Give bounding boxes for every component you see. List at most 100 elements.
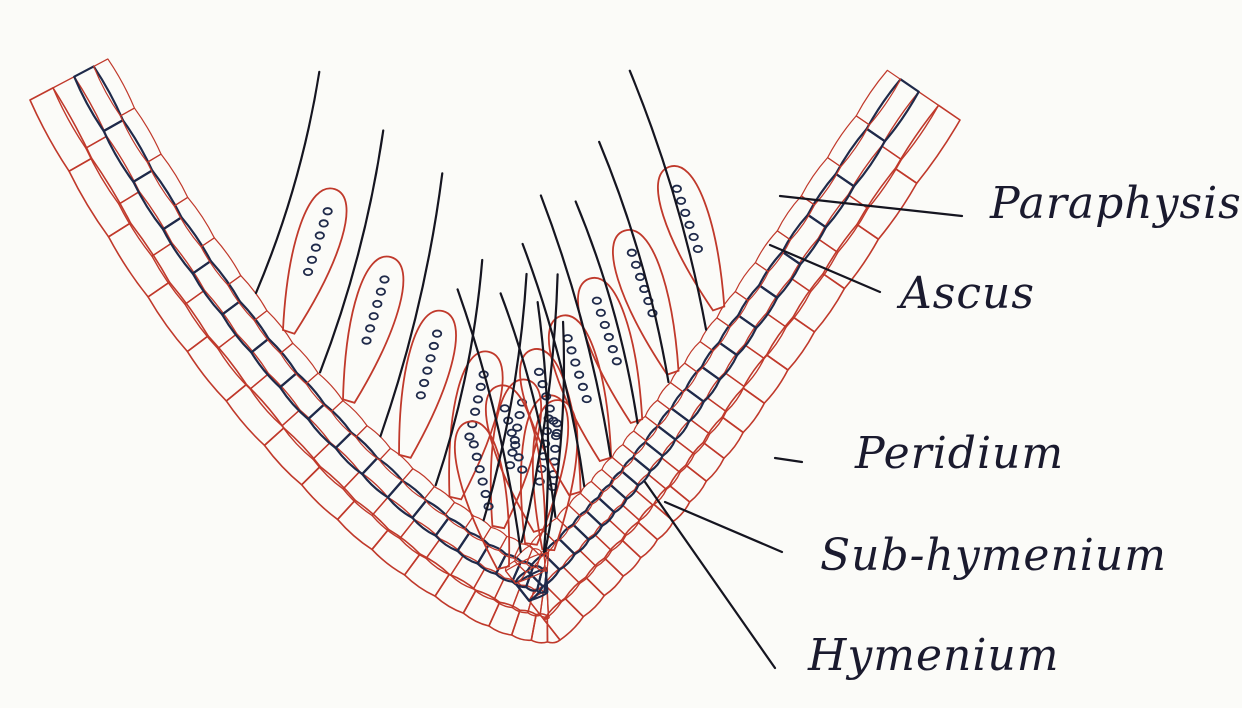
subhymenium-row-cell	[867, 79, 919, 141]
peridium-inner-row-cell	[119, 192, 172, 257]
peridium-outer-row-cell	[605, 540, 641, 576]
peridium-outer-row-cell	[109, 223, 170, 297]
ascus-shape	[613, 230, 679, 375]
hymenium-base-row-cell	[174, 197, 214, 246]
subhymenium-row-cell	[738, 285, 777, 328]
ascospore	[575, 372, 583, 378]
subhymenium-row-cell	[104, 120, 152, 182]
peridium-inner-row-cell	[563, 550, 597, 584]
ascospore	[470, 441, 478, 447]
ascospore	[632, 262, 640, 268]
ascospore	[551, 446, 559, 452]
paraphysis-filament	[320, 130, 383, 372]
peridium-outer-row-cell	[264, 428, 320, 485]
peridium-inner-row-cell	[622, 490, 653, 521]
peridium-outer-row-cell	[69, 158, 130, 237]
peridium-inner-row-cell	[648, 458, 680, 490]
ascospore	[601, 322, 609, 328]
ascospore	[673, 186, 681, 192]
peridium-outer-row-cell	[565, 577, 604, 616]
ascospore	[380, 276, 388, 282]
pointer-ascus	[770, 245, 880, 292]
hymenium-base-row-cell	[201, 238, 241, 285]
ascospore	[694, 246, 702, 252]
ascospore	[481, 491, 489, 497]
ascospore	[477, 384, 485, 390]
pointer-peridium	[775, 458, 802, 462]
ascospore	[474, 396, 482, 402]
ascospore	[636, 274, 644, 280]
peridium-inner-row-cell	[608, 504, 639, 535]
peridium-inner-row-cell	[882, 92, 939, 160]
hymenium-base-row-cell	[602, 457, 625, 480]
pointer-paraphysis	[780, 196, 962, 216]
ascospore	[377, 289, 385, 295]
ascospore	[681, 210, 689, 216]
peridium-outer-row-cell	[544, 598, 583, 640]
ascospore	[597, 310, 605, 316]
ascospore	[308, 257, 316, 263]
ascospore	[316, 232, 324, 238]
subhymenium-row-cell	[573, 511, 602, 540]
hymenium-base-row-cell	[828, 116, 870, 167]
hymenium-base-row-cell	[777, 196, 814, 240]
ascospore	[677, 198, 685, 204]
ascus-shape	[658, 166, 724, 310]
subhymenium-row-cell	[133, 170, 181, 229]
subhymenium-row-cell	[559, 524, 589, 554]
ascospore	[362, 337, 370, 343]
peridium-outer-row-cell	[743, 355, 788, 403]
peridium-outer-row-cell	[405, 554, 450, 596]
ascospore	[628, 250, 636, 256]
peridium-inner-row-cell	[675, 420, 709, 455]
hymenium-base-row-cell	[801, 158, 840, 205]
subhymenium-row-cell	[622, 457, 651, 485]
ascospore	[433, 330, 441, 336]
hymenium-base-row-cell	[94, 59, 135, 116]
ascospore	[426, 355, 434, 361]
peridium-outer-row-cell	[489, 602, 520, 635]
ascospore	[420, 380, 428, 386]
hymenium-base-row-cell	[356, 426, 391, 460]
ascospore	[571, 359, 579, 365]
ascospore	[465, 433, 473, 439]
subhymenium-row-cell	[610, 471, 638, 499]
ascospore	[567, 347, 575, 353]
hymenium-base-row-cell	[612, 445, 635, 468]
ascospore	[689, 234, 697, 240]
ascospore	[423, 367, 431, 373]
ascospore	[366, 325, 374, 331]
hymenium-base-row-cell	[856, 70, 900, 125]
ascospore	[471, 409, 479, 415]
hymenium-base-row-cell	[120, 108, 161, 162]
ascospore	[501, 405, 509, 411]
peridium-outer-row-cell	[670, 465, 707, 502]
label-subhymenium: Sub-hymenium	[820, 530, 1167, 581]
peridium-inner-row-cell	[86, 136, 139, 204]
ascospore	[613, 358, 621, 364]
paraphysis-filament	[256, 72, 319, 293]
subhymenium-row-cell	[658, 408, 689, 439]
peridium-outer-row-cell	[148, 282, 208, 351]
ascospore	[430, 343, 438, 349]
peridium-inner-row-cell	[545, 567, 580, 602]
peridium-outer-row-cell	[686, 443, 724, 482]
peridium-inner-row-cell	[579, 534, 611, 566]
ascospore	[304, 269, 312, 275]
hymenium-base-row-cell	[591, 470, 614, 493]
ascospore	[478, 478, 486, 484]
hymenium-base-row-cell	[685, 342, 713, 373]
ascospore	[583, 396, 591, 402]
ascospore	[609, 346, 617, 352]
pointer-hymenium	[645, 482, 775, 668]
peridium-outer-row-cell	[767, 317, 815, 370]
peridium-outer-row-cell	[622, 522, 658, 557]
subhymenium-row-cell	[645, 426, 675, 456]
ascospore	[370, 313, 378, 319]
paraphyses-group	[256, 71, 706, 552]
label-ascus: Ascus	[900, 268, 1035, 319]
ascospore	[508, 430, 516, 436]
subhymenium-row-cell	[598, 484, 626, 512]
